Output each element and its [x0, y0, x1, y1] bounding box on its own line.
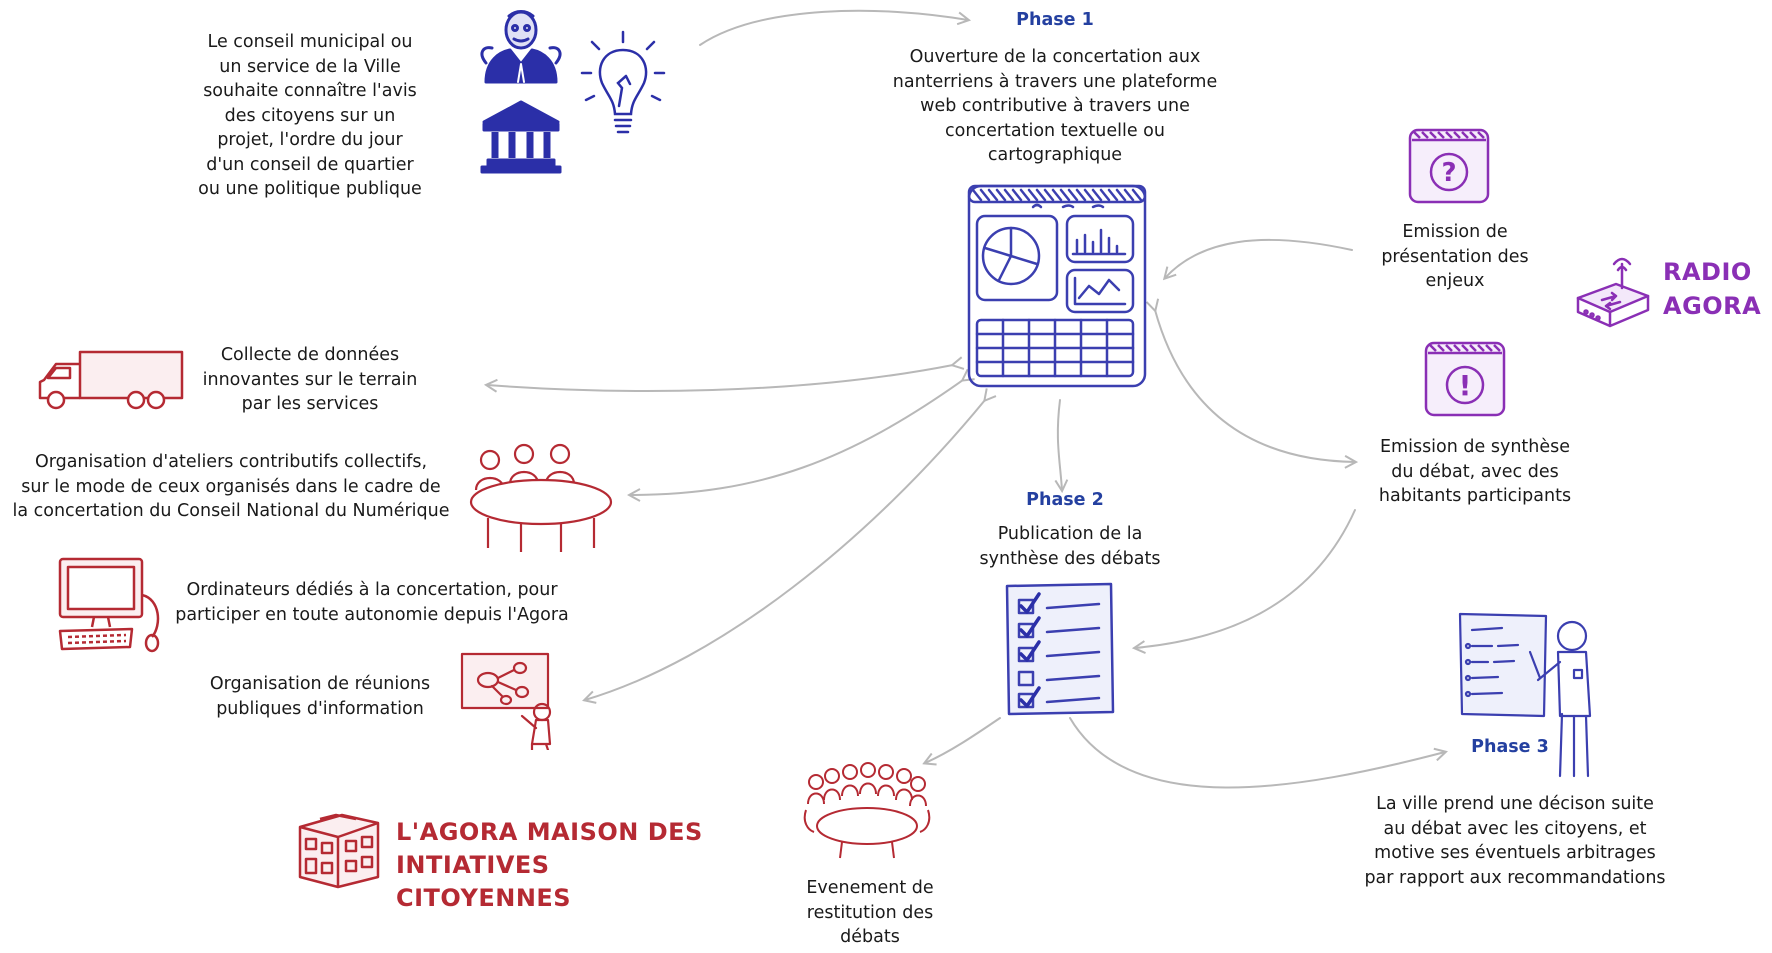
phase2-text: Publication de la synthèse des débats: [979, 524, 1161, 569]
question-folder-icon: ?: [1408, 128, 1490, 204]
lightbulb-icon: [580, 30, 666, 134]
emission2-text: Emission de synthèse du débat, avec des …: [1378, 437, 1572, 506]
arrow-ateliers: [630, 380, 963, 495]
arrow-to-phase1: [699, 9, 968, 46]
presenter-board-icon: [1458, 612, 1592, 778]
ordinateurs-text: Ordinateurs dédiés à la concertation, po…: [175, 580, 569, 625]
meeting-table-icon: [803, 762, 931, 859]
arrow-checklist-to-restitution: [925, 717, 1001, 763]
arrow-collecte: [487, 365, 953, 391]
svg-text:!: !: [1459, 369, 1472, 402]
mayor-icon: [480, 10, 562, 84]
workshop-table-icon: [469, 443, 613, 552]
reunions-text: Organisation de réunions publiques d'inf…: [209, 674, 431, 719]
computer-icon: [58, 557, 160, 653]
emission1-text: Emission de présentation des enjeux: [1381, 222, 1529, 291]
phase1-text: Ouverture de la concertation aux nanterr…: [892, 47, 1218, 165]
city-hall-icon: [480, 100, 562, 174]
presentation-icon: [460, 652, 552, 750]
arrow-platform-to-emission2: [1155, 310, 1355, 462]
arrow-emission2-to-checklist: [1135, 509, 1356, 648]
agora-brand: L'AGORA MAISON DES INTIATIVES CITOYENNES: [396, 818, 703, 912]
building-icon: [298, 813, 380, 889]
checklist-icon: [1005, 582, 1115, 716]
phase2-title: Phase 2: [1026, 490, 1104, 510]
phase3-text: La ville prend une décison suite au déba…: [1364, 794, 1666, 888]
intro-text: Le conseil municipal ou un service de la…: [198, 32, 422, 199]
radio-agora-brand: RADIO AGORA: [1663, 258, 1762, 320]
web-dashboard-icon: [967, 184, 1147, 388]
radio-router-icon: [1576, 257, 1650, 328]
exclamation-folder-icon: !: [1424, 341, 1506, 417]
restitution-text: Evenement de restitution des débats: [806, 878, 934, 947]
truck-icon: [38, 350, 184, 410]
phase3-title: Phase 3: [1471, 737, 1549, 757]
ateliers-text: Organisation d'ateliers contributifs col…: [12, 452, 450, 521]
arrow-emission1-to-platform: [1165, 238, 1353, 278]
arrow-reunions: [585, 400, 985, 700]
collecte-text: Collecte de données innovantes sur le te…: [202, 345, 418, 414]
arrow-platform-to-phase2: [1058, 399, 1062, 490]
arrow-checklist-to-phase3: [1069, 717, 1445, 789]
phase1-title: Phase 1: [1016, 10, 1094, 30]
svg-text:?: ?: [1441, 158, 1456, 188]
